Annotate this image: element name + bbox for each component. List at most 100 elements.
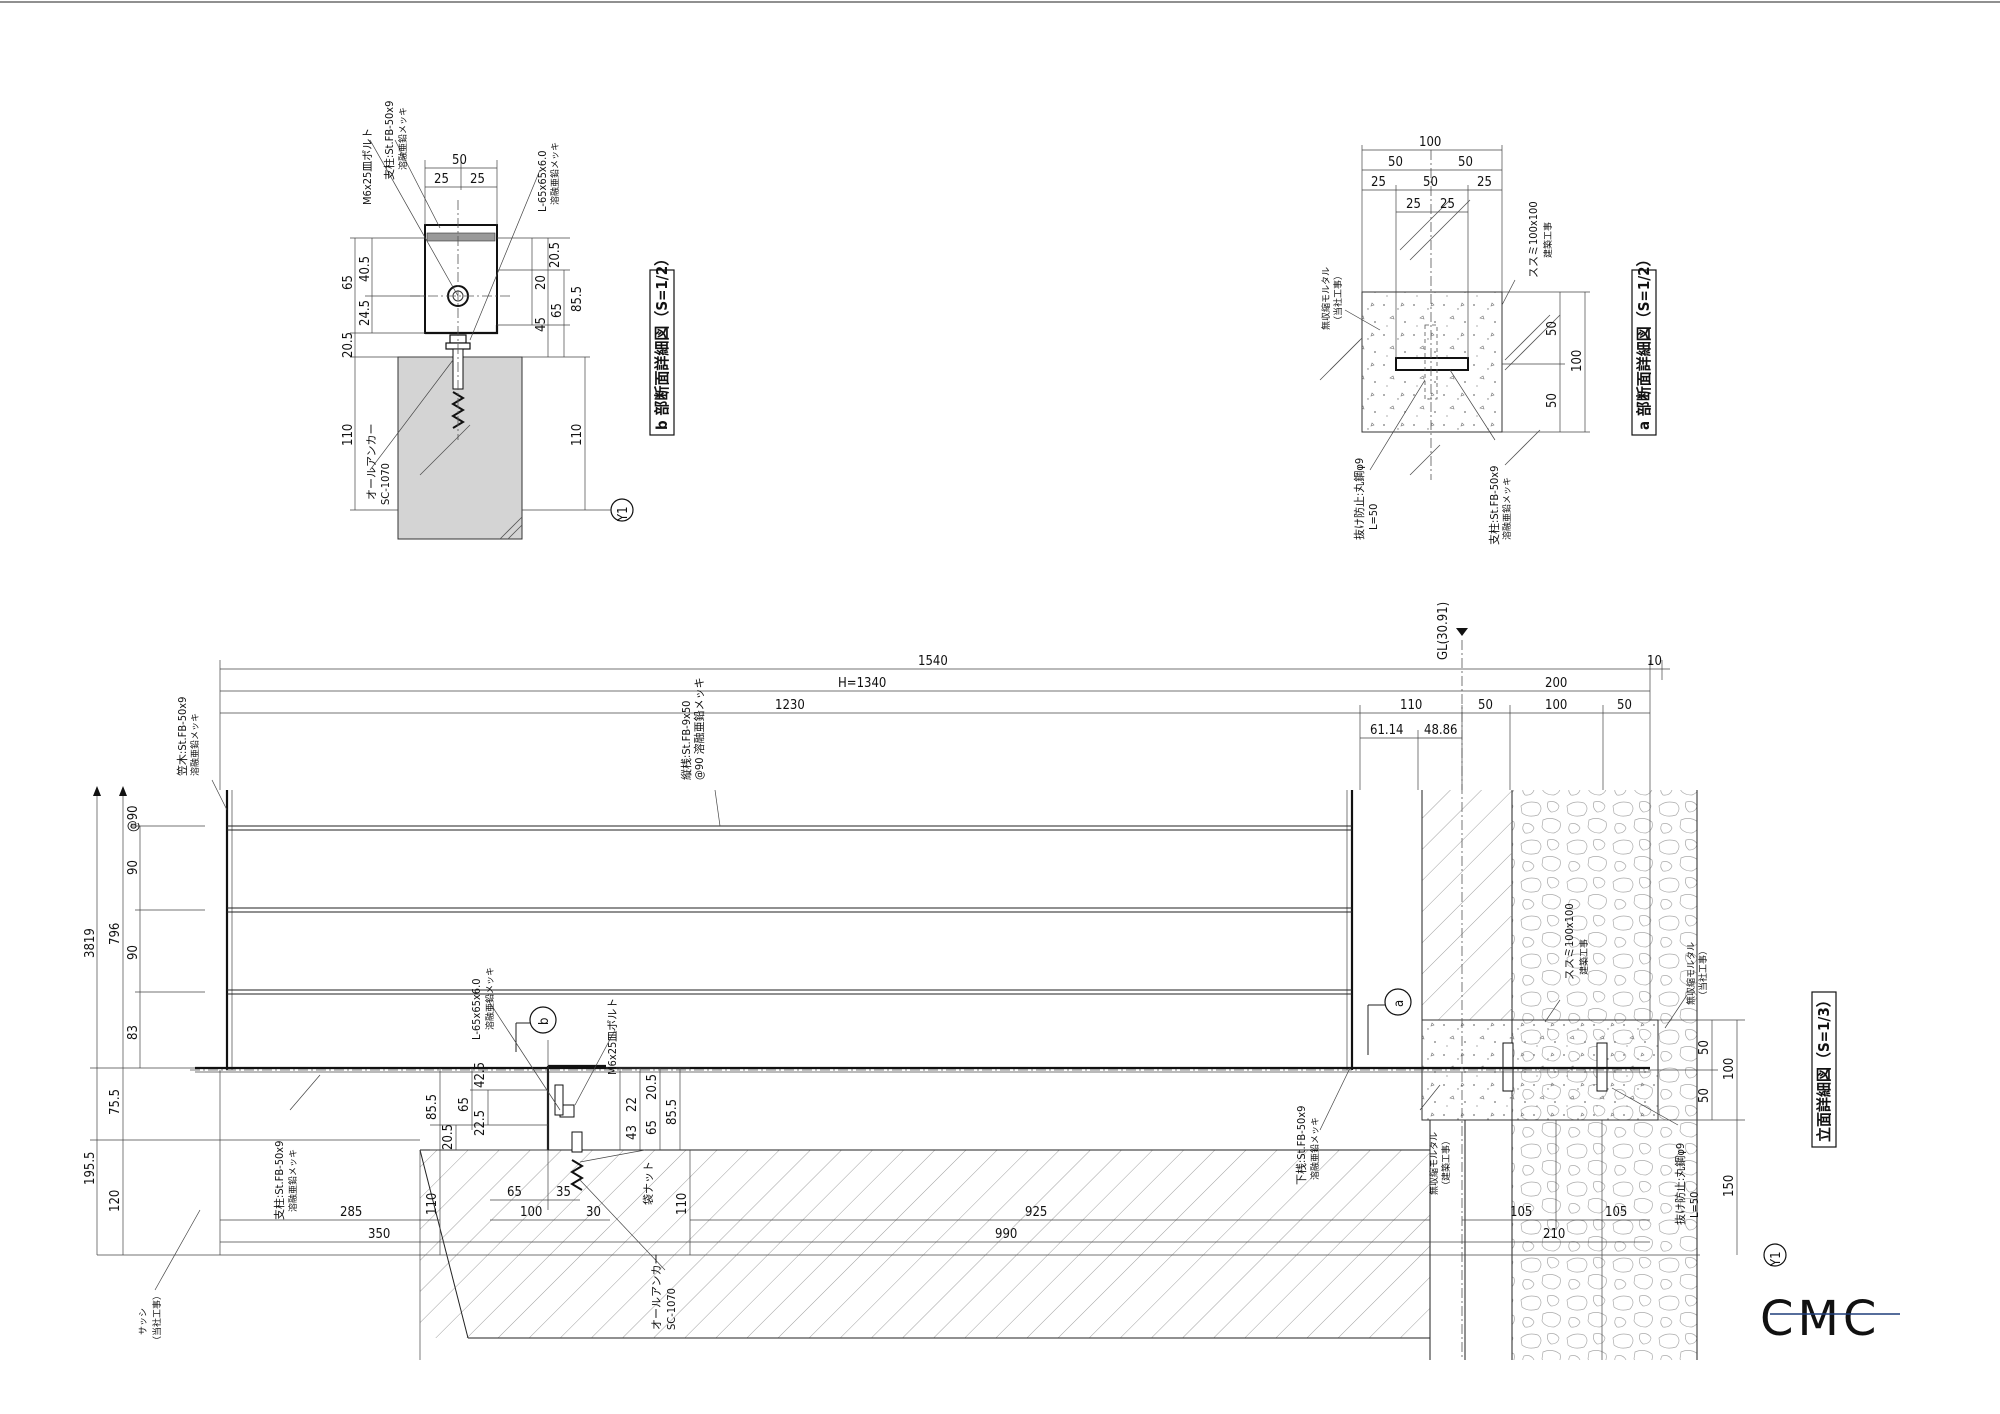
dim-r110: 110 [675,1193,690,1215]
dim-b-r45: 45 [534,317,549,332]
dim-l110: 110 [425,1193,440,1215]
label-b-anchor: オールアンカー [365,423,378,500]
label-b-post-finish: 溶融亜鉛メッキ [397,107,409,170]
company-logo: CMC [1760,1291,1900,1347]
label-anchor: オールアンカー [650,1253,663,1330]
dim-90b: 90 [126,945,141,960]
label-nut: 袋ナット [641,1161,655,1205]
dim-1540: 1540 [918,654,948,669]
dim-b35: 35 [556,1185,571,1200]
label-a-mortar-note: （当社工事） [1332,271,1344,325]
dim-b-r110: 110 [570,424,585,446]
label-bottom-rail: 下桟:St.FB-50x9 [1294,1106,1308,1185]
label-pin: 抜け防止:丸鋼φ9 [1673,1143,1687,1225]
dim-a-v50b: 50 [1545,393,1560,408]
dim-r85-5: 85.5 [665,1099,680,1125]
dim-a-25d: 25 [1440,197,1455,212]
title-box-elev [1811,991,1837,1148]
dim-b210: 210 [1543,1227,1565,1242]
label-a-sleeve-note: 建築工事 [1542,222,1554,258]
label-anchor-type: SC-1070 [665,1288,678,1330]
post-fb-a [1395,357,1469,371]
dim-90a: 90 [126,860,141,875]
dim-b65: 65 [507,1185,522,1200]
label-b-post: 支柱:St.FB-50x9 [382,101,396,180]
dim-b105b: 105 [1605,1205,1627,1220]
dim-b-r20-5: 20.5 [548,242,563,268]
dim-b-40-5: 40.5 [358,256,373,282]
dim-b285: 285 [340,1205,362,1220]
label-mortar: 無収縮モルタル [1428,1132,1440,1195]
dim-110: 110 [1400,698,1422,713]
label-b-angle-finish: 溶融亜鉛メッキ [549,142,561,205]
dim-b-50: 50 [452,153,467,168]
label-a-sleeve: ススミ100x100 [1527,201,1540,278]
svg-text:a: a [1392,1000,1407,1007]
dim-a-25b: 25 [1477,175,1492,190]
dim-r43: 43 [625,1125,640,1140]
dim-10: 10 [1647,654,1662,669]
label-post: 支柱:St.FB-50x9 [272,1141,286,1220]
dim-b990: 990 [995,1227,1017,1242]
label-sash: サッシ [138,1308,149,1335]
dim-l85-5: 85.5 [425,1094,440,1120]
section-a: 100 50 50 25 50 25 25 25 50 50 100 無収縮モル… [1319,135,1657,545]
label-mortar2-note: （当社工事） [1697,946,1709,1000]
dim-83: 83 [126,1025,141,1040]
elevation: b a GL(30.91) 1540 H=1340 1230 110 10 20… [83,602,1837,1360]
dim-796: 796 [108,923,123,945]
dim-a-25a: 25 [1371,175,1386,190]
label-mortar-note: （建築工事） [1440,1136,1452,1190]
title-box-b [649,269,675,436]
dim-a-50c: 50 [1423,175,1438,190]
dim-195-5: 195.5 [83,1152,98,1185]
dim-l65: 65 [457,1097,472,1112]
dim-l42-5: 42.5 [473,1062,488,1088]
dim-s150: 150 [1722,1175,1737,1197]
dim-b-25a: 25 [434,172,449,187]
dim-b925: 925 [1025,1205,1047,1220]
dim-50b: 50 [1617,698,1632,713]
dim-48-86: 48.86 [1424,723,1457,738]
dim-a-v50a: 50 [1545,321,1560,336]
label-angle-finish: 溶融亜鉛メッキ [484,967,496,1030]
dim-r22: 22 [625,1097,640,1112]
label-bottom-finish: 溶融亜鉛メッキ [1309,1117,1321,1180]
title-box-a [1631,269,1657,436]
dim-r65: 65 [645,1120,660,1135]
dim-at90: @90 [126,805,141,832]
label-a-pin-len: L=50 [1367,504,1380,530]
svg-text:b: b [537,1018,552,1025]
dim-s50a: 50 [1697,1040,1712,1055]
dim-b-20-5: 20.5 [341,332,356,358]
label-sleeve-note: 建築工事 [1578,939,1590,975]
dim-b105a: 105 [1510,1205,1532,1220]
dim-1230: 1230 [775,698,805,713]
label-b-angle: L-65x65x6.0 [536,150,549,212]
label-a-post: 支柱:St.FB-50x9 [1487,466,1501,545]
dim-a-v100: 100 [1570,350,1585,372]
label-sleeve: ススミ100x100 [1563,903,1576,980]
dim-b-25b: 25 [470,172,485,187]
label-bolt: M6x25皿ボルト [606,998,619,1075]
label-sash-note: （当社工事） [151,1291,163,1345]
dim-3819: 3819 [83,928,98,958]
dim-75-5: 75.5 [108,1089,123,1115]
grid-y1-elev [1763,1243,1787,1267]
dim-61-14: 61.14 [1370,723,1403,738]
label-b-anchor-type: SC-1070 [379,463,392,505]
vertical-bars [227,825,1352,995]
dim-l20-5: 20.5 [441,1124,456,1150]
label-a-mortar: 無収縮モルタル [1320,267,1332,330]
dim-b-110: 110 [341,424,356,446]
dim-b30: 30 [586,1205,601,1220]
gl-level: GL(30.91) [1436,602,1451,660]
dim-a-50b: 50 [1458,155,1473,170]
label-angle: L-65x65x6.0 [470,978,483,1040]
dim-b-24-5: 24.5 [358,300,373,326]
dim-200: 200 [1545,676,1567,691]
dim-s50b: 50 [1697,1088,1712,1103]
dim-a-100: 100 [1419,135,1441,150]
dim-100: 100 [1545,698,1567,713]
dim-b-65: 65 [341,275,356,290]
